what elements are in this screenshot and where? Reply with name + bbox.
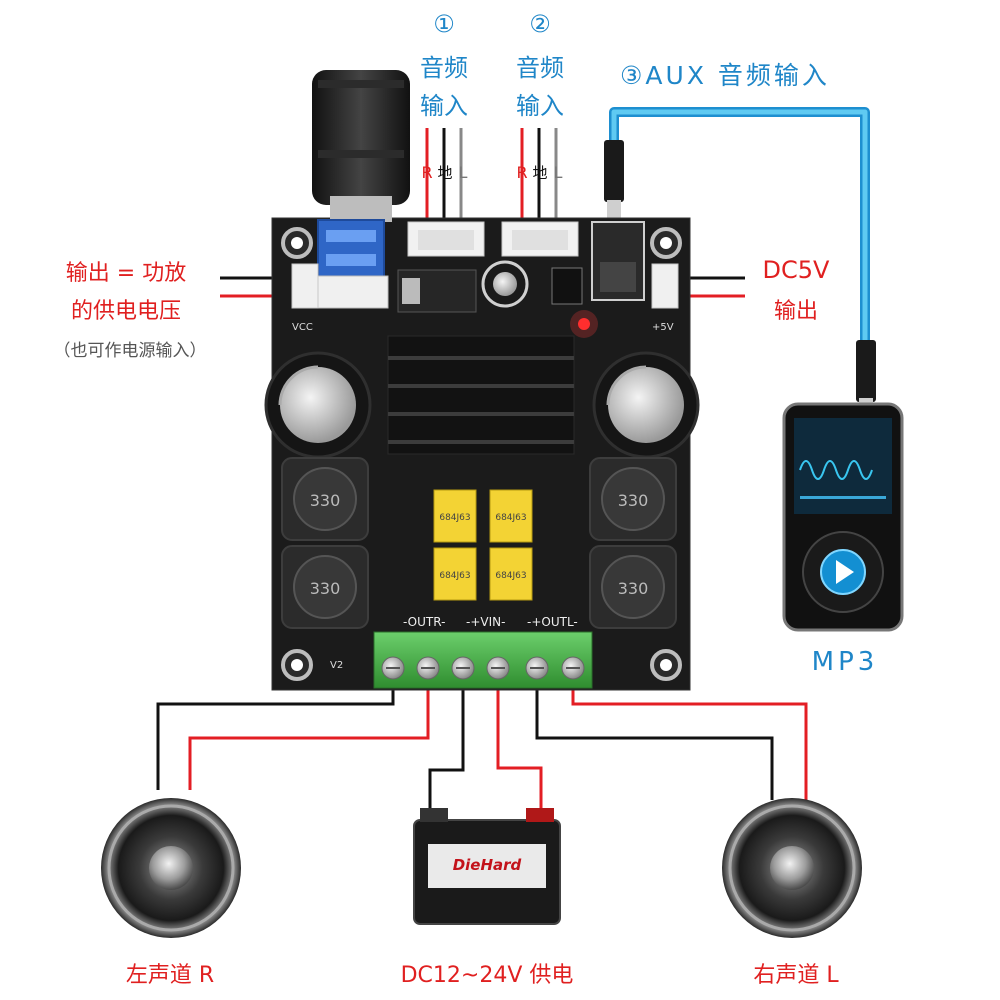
speaker-left-label: 左声道 R — [126, 963, 214, 988]
svg-text:DC5V: DC5V — [763, 256, 831, 284]
silk-v2: V2 — [330, 660, 343, 671]
svg-text:684J63: 684J63 — [495, 571, 526, 581]
svg-text:684J63: 684J63 — [439, 513, 470, 523]
power-label: DC12~24V 供电 — [401, 963, 574, 988]
terminal-screw[interactable] — [451, 656, 475, 680]
input1-label: ① 音频 输入 — [420, 10, 468, 120]
inductor: 330 — [281, 457, 369, 541]
terminal-screw[interactable] — [561, 656, 585, 680]
vcc-output-label: 输出 = 功放 的供电电压 （也可作电源输入） — [54, 261, 207, 361]
svg-text:R: R — [516, 163, 527, 182]
input2-label: ② 音频 输入 — [516, 10, 564, 120]
terminal-block[interactable] — [373, 631, 593, 689]
svg-text:地: 地 — [532, 164, 547, 182]
speaker-right-label: 右声道 L — [753, 963, 839, 988]
mp3-label: MP3 — [812, 647, 879, 677]
input1-connector[interactable] — [407, 221, 485, 257]
svg-text:②: ② — [529, 10, 551, 38]
film-capacitor: 684J63 — [489, 547, 533, 601]
terminal-screw[interactable] — [486, 656, 510, 680]
film-capacitor: 684J63 — [489, 489, 533, 543]
input2-pin-labels: R 地 L — [516, 163, 562, 182]
silk-vin: -+VIN- — [466, 615, 505, 629]
svg-text:的供电电压: 的供电电压 — [71, 299, 181, 324]
svg-text:L: L — [459, 163, 468, 182]
svg-text:输出 = 功放: 输出 = 功放 — [66, 261, 186, 286]
battery-icon: DieHard — [413, 808, 561, 925]
svg-text:330: 330 — [618, 491, 649, 510]
aux-jack[interactable] — [591, 221, 645, 301]
input2-connector[interactable] — [501, 221, 579, 257]
film-capacitor: 684J63 — [433, 547, 477, 601]
capacitor-left — [264, 351, 372, 459]
terminal-screw[interactable] — [381, 656, 405, 680]
mounting-hole — [650, 227, 682, 259]
svg-text:R: R — [421, 163, 432, 182]
svg-text:330: 330 — [310, 579, 341, 598]
dc5v-connector[interactable] — [651, 263, 679, 309]
svg-text:330: 330 — [310, 491, 341, 510]
film-capacitor: 684J63 — [433, 489, 477, 543]
mounting-hole — [281, 227, 313, 259]
mounting-hole — [281, 649, 313, 681]
capacitor-right — [592, 351, 700, 459]
aux-input-label: ③AUX 音频输入 — [620, 61, 830, 90]
silk-outl: -+OUTL- — [527, 615, 578, 629]
svg-text:地: 地 — [437, 164, 452, 182]
speaker-icon — [722, 798, 862, 938]
svg-text:（也可作电源输入）: （也可作电源输入） — [54, 341, 207, 361]
terminal-screw[interactable] — [525, 656, 549, 680]
terminal-screw[interactable] — [416, 656, 440, 680]
svg-text:L: L — [554, 163, 563, 182]
silk-vcc: VCC — [292, 322, 313, 333]
mounting-hole — [650, 649, 682, 681]
vcc-connector[interactable] — [291, 263, 319, 309]
svg-text:330: 330 — [618, 579, 649, 598]
svg-text:音频: 音频 — [516, 54, 564, 82]
amplifier-board: 330 330 330 330 684J63 684J63 684J6 — [264, 70, 700, 691]
input1-wires — [425, 128, 463, 232]
svg-text:输入: 输入 — [516, 92, 564, 120]
speaker-left-channel-wires — [535, 672, 808, 800]
inductor: 330 — [589, 457, 677, 541]
input2-wires — [520, 128, 558, 232]
power-wires — [428, 672, 543, 822]
svg-text:音频: 音频 — [420, 54, 468, 82]
dc5v-output-label: DC5V 输出 — [763, 256, 831, 324]
speaker-icon — [101, 798, 241, 938]
inductor: 330 — [281, 545, 369, 629]
silk-outr: -OUTR- — [403, 615, 445, 629]
input1-pin-labels: R 地 L — [421, 163, 467, 182]
svg-text:①: ① — [433, 10, 455, 38]
inductor: 330 — [589, 545, 677, 629]
battery-brand: DieHard — [453, 856, 522, 874]
mp3-player-icon[interactable] — [782, 402, 904, 632]
svg-text:输入: 输入 — [420, 92, 468, 120]
svg-text:684J63: 684J63 — [439, 571, 470, 581]
aux-cable — [604, 107, 876, 412]
svg-text:684J63: 684J63 — [495, 513, 526, 523]
volume-knob-icon[interactable] — [312, 70, 410, 309]
svg-text:输出: 输出 — [774, 299, 818, 324]
heatsink — [387, 335, 575, 455]
silk-5v: +5V — [652, 322, 674, 333]
